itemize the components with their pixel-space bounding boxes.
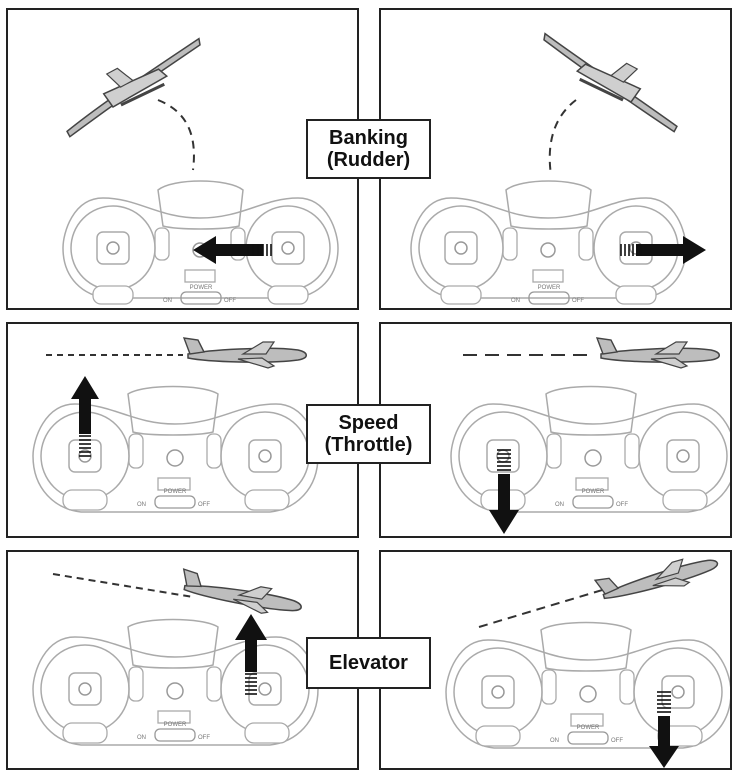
arrow-left-icon (193, 236, 272, 264)
flight-path (548, 99, 577, 176)
svg-text:POWER: POWER (538, 285, 561, 291)
label-speed-throttle: Speed (Throttle) (306, 404, 431, 464)
svg-text:ON: ON (511, 298, 520, 304)
label-elevator: Elevator (306, 637, 431, 689)
panel-throttle-up: ON POWER OFF (6, 322, 359, 538)
aircraft-icon (66, 37, 201, 138)
aircraft-icon (595, 337, 720, 369)
aircraft-icon (543, 32, 678, 133)
svg-text:OFF: OFF (572, 298, 584, 304)
svg-text:ON: ON (550, 738, 559, 744)
transmitter-icon: ON POWER OFF (32, 385, 319, 513)
svg-text:OFF: OFF (224, 298, 236, 304)
svg-text:ON: ON (163, 298, 172, 304)
aircraft-icon (182, 337, 307, 369)
svg-text:OFF: OFF (611, 738, 623, 744)
svg-text:OFF: OFF (198, 735, 210, 741)
flight-path (157, 99, 195, 171)
svg-text:POWER: POWER (164, 722, 187, 728)
transmitter-icon: ON POWER OFF (450, 385, 730, 513)
panel-throttle-down: ON POWER OFF (379, 322, 732, 538)
arrow-up-icon (71, 376, 99, 457)
arrow-down-icon (489, 449, 519, 534)
aircraft-icon (182, 568, 302, 614)
svg-text:ON: ON (137, 735, 146, 741)
svg-text:OFF: OFF (616, 502, 628, 508)
arrow-right-icon (620, 236, 706, 264)
transmitter-icon: ON POWER OFF (62, 180, 339, 305)
label-banking-rudder: Banking (Rudder) (306, 119, 431, 179)
panel-elevator-down: ON POWER OFF (379, 550, 732, 770)
svg-text:OFF: OFF (198, 502, 210, 508)
transmitter-icon: ON POWER OFF (410, 180, 687, 305)
panel-elevator-up: ON POWER OFF (6, 550, 359, 770)
aircraft-icon (593, 558, 719, 600)
svg-text:POWER: POWER (190, 285, 213, 291)
arrow-down-icon (649, 691, 679, 768)
svg-text:POWER: POWER (164, 489, 187, 495)
transmitter-icon: ON POWER OFF (445, 621, 730, 749)
svg-text:ON: ON (555, 502, 564, 508)
svg-text:ON: ON (137, 502, 146, 508)
svg-text:POWER: POWER (577, 725, 600, 731)
panel-banking-right: ON POWER OFF (379, 8, 732, 310)
svg-text:POWER: POWER (582, 489, 605, 495)
arrow-up-icon (235, 614, 267, 695)
flight-path (52, 573, 194, 598)
flight-path (478, 587, 610, 628)
panel-banking-left: ON POWER OFF (6, 8, 359, 310)
transmitter-icon: ON POWER OFF (32, 618, 319, 746)
